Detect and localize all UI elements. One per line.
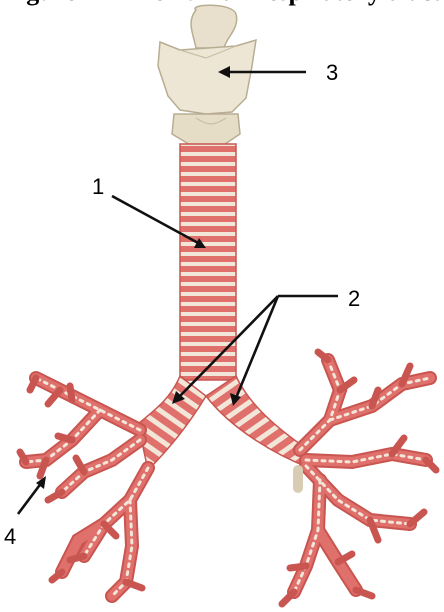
thyroid-cartilage: [158, 40, 256, 114]
trachea: [180, 144, 236, 380]
cricoid-cartilage: [172, 114, 240, 146]
epiglottis: [191, 5, 237, 48]
right-bronchial-tree: [282, 352, 436, 604]
larynx: [158, 5, 256, 146]
label-3: 3: [326, 62, 338, 84]
label-4: 4: [4, 526, 16, 548]
left-main-bronchus: [138, 376, 206, 470]
arrow-4: [18, 476, 46, 514]
main-bronchi: [138, 376, 310, 470]
label-1: 1: [92, 176, 104, 198]
label-2: 2: [348, 288, 360, 310]
